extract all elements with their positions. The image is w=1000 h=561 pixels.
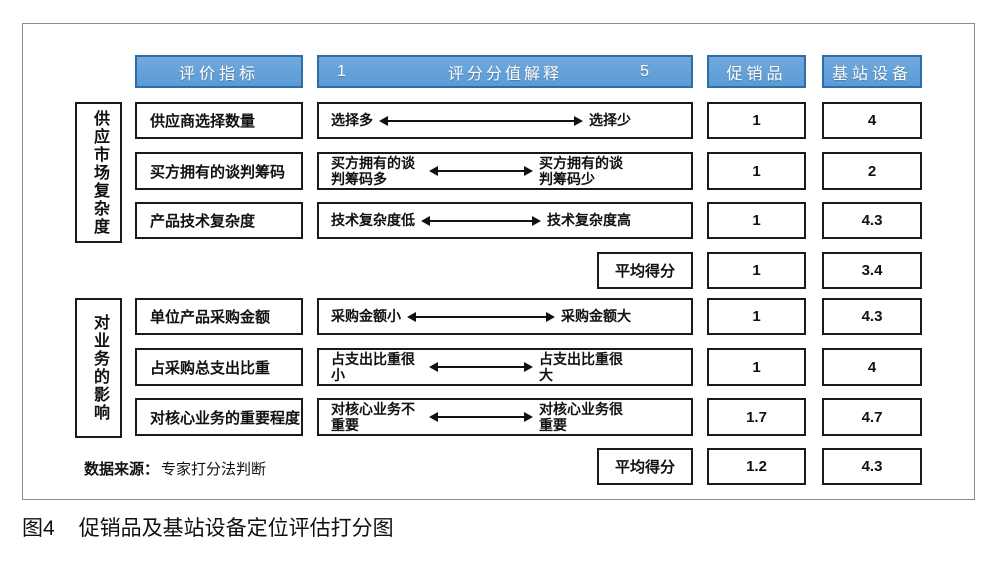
base-score-box: 2	[822, 152, 922, 190]
header-base: 基站设备	[822, 55, 922, 88]
criteria-label: 买方拥有的谈判筹码	[150, 163, 286, 181]
base-score-value: 4.3	[861, 212, 883, 229]
promo-score-box: 1	[707, 102, 806, 139]
figure-caption-title: 促销品及基站设备定位评估打分图	[78, 517, 394, 540]
header-promo: 促销品	[707, 55, 806, 88]
anchor-low-label: 技术复杂度低	[331, 212, 415, 229]
average-label: 平均得分	[614, 459, 675, 476]
anchor-low-label: 选择多	[331, 112, 373, 129]
header-criteria-label: 评价指标	[178, 65, 259, 83]
average-promo-score-value: 1.2	[746, 458, 767, 475]
double-arrow-icon	[407, 311, 555, 322]
promo-score-value: 1	[752, 212, 761, 229]
figure-caption: 图4 促销品及基站设备定位评估打分图	[22, 512, 394, 542]
criteria-box: 产品技术复杂度	[135, 202, 303, 239]
anchor-high-label: 对核心业务很重要	[539, 400, 623, 433]
criteria-label: 对核心业务的重要程度	[150, 409, 301, 427]
base-score-box: 4.3	[822, 298, 922, 335]
double-arrow-icon	[379, 115, 583, 126]
promo-score-value: 1	[752, 162, 761, 180]
promo-score-box: 1	[707, 348, 806, 386]
criteria-label: 占采购总支出比重	[150, 359, 271, 377]
data-source-label: 数据来源：	[84, 460, 160, 478]
anchor-high-label: 占支出比重很大	[539, 350, 623, 383]
explain-box: 采购金额小 采购金额大	[317, 298, 693, 335]
promo-score-value: 1	[752, 112, 761, 129]
average-label-box: 平均得分	[597, 448, 693, 485]
anchor-low-label: 买方拥有的谈判筹码多	[331, 154, 415, 187]
anchor-high-label: 采购金额大	[561, 308, 631, 325]
criteria-box: 供应商选择数量	[135, 102, 303, 139]
figure-caption-number: 图4	[22, 517, 55, 540]
explain-box: 占支出比重很小 占支出比重很大	[317, 348, 693, 386]
average-base-score-box: 4.3	[822, 448, 922, 485]
base-score-value: 4.7	[861, 408, 883, 426]
anchor-high-label: 买方拥有的谈判筹码少	[539, 154, 623, 187]
group-label-text: 对业务的影响	[90, 314, 108, 422]
average-promo-score-box: 1.2	[707, 448, 806, 485]
criteria-label: 单位产品采购金额	[150, 309, 271, 326]
anchor-high-label: 技术复杂度高	[547, 212, 631, 229]
anchor-low-label: 对核心业务不重要	[331, 400, 415, 433]
data-source: 数据来源： 专家打分法判断	[84, 458, 266, 478]
promo-score-value: 1	[752, 358, 761, 376]
data-source-value: 专家打分法判断	[161, 460, 267, 478]
criteria-box: 单位产品采购金额	[135, 298, 303, 335]
average-base-score-value: 3.4	[861, 262, 883, 279]
average-base-score-value: 4.3	[861, 458, 883, 475]
criteria-label: 产品技术复杂度	[150, 213, 256, 230]
explain-box: 选择多 选择少	[317, 102, 693, 139]
base-score-value: 4.3	[861, 308, 883, 325]
average-label: 平均得分	[614, 263, 675, 280]
average-promo-score-box: 1	[707, 252, 806, 289]
criteria-box: 占采购总支出比重	[135, 348, 303, 386]
promo-score-box: 1	[707, 202, 806, 239]
average-label-box: 平均得分	[597, 252, 693, 289]
anchor-high-label: 选择少	[589, 112, 631, 129]
double-arrow-icon	[429, 166, 533, 176]
base-score-value: 4	[867, 358, 877, 376]
explain-box: 技术复杂度低 技术复杂度高	[317, 202, 693, 239]
average-promo-score-value: 1	[752, 262, 761, 279]
group-label-business-impact: 对业务的影响	[75, 298, 122, 438]
base-score-box: 4.3	[822, 202, 922, 239]
promo-score-value: 1	[752, 308, 761, 325]
base-score-value: 4	[867, 112, 877, 129]
criteria-label: 供应商选择数量	[150, 113, 256, 130]
promo-score-value: 1.7	[746, 408, 767, 426]
header-promo-label: 促销品	[726, 65, 787, 83]
anchor-low-label: 采购金额小	[331, 308, 401, 325]
header-base-label: 基站设备	[831, 65, 912, 83]
explain-box: 买方拥有的谈判筹码多 买方拥有的谈判筹码少	[317, 152, 693, 190]
base-score-value: 2	[867, 162, 877, 180]
scale-max-label: 5	[640, 62, 649, 80]
double-arrow-icon	[421, 215, 541, 226]
header-scale: 1 评分分值解释 5	[317, 55, 693, 88]
promo-score-box: 1	[707, 152, 806, 190]
double-arrow-icon	[429, 412, 533, 422]
double-arrow-icon	[429, 362, 533, 372]
header-criteria: 评价指标	[135, 55, 303, 88]
group-label-supply-market: 供应市场复杂度	[75, 102, 122, 243]
promo-score-box: 1.7	[707, 398, 806, 436]
base-score-box: 4.7	[822, 398, 922, 436]
criteria-box: 对核心业务的重要程度	[135, 398, 303, 436]
anchor-low-label: 占支出比重很小	[331, 350, 415, 383]
average-base-score-box: 3.4	[822, 252, 922, 289]
scale-title-label: 评分分值解释	[447, 65, 562, 83]
base-score-box: 4	[822, 348, 922, 386]
group-label-text: 供应市场复杂度	[90, 109, 108, 236]
promo-score-box: 1	[707, 298, 806, 335]
scale-min-label: 1	[337, 62, 346, 80]
criteria-box: 买方拥有的谈判筹码	[135, 152, 303, 190]
explain-box: 对核心业务不重要 对核心业务很重要	[317, 398, 693, 436]
base-score-box: 4	[822, 102, 922, 139]
